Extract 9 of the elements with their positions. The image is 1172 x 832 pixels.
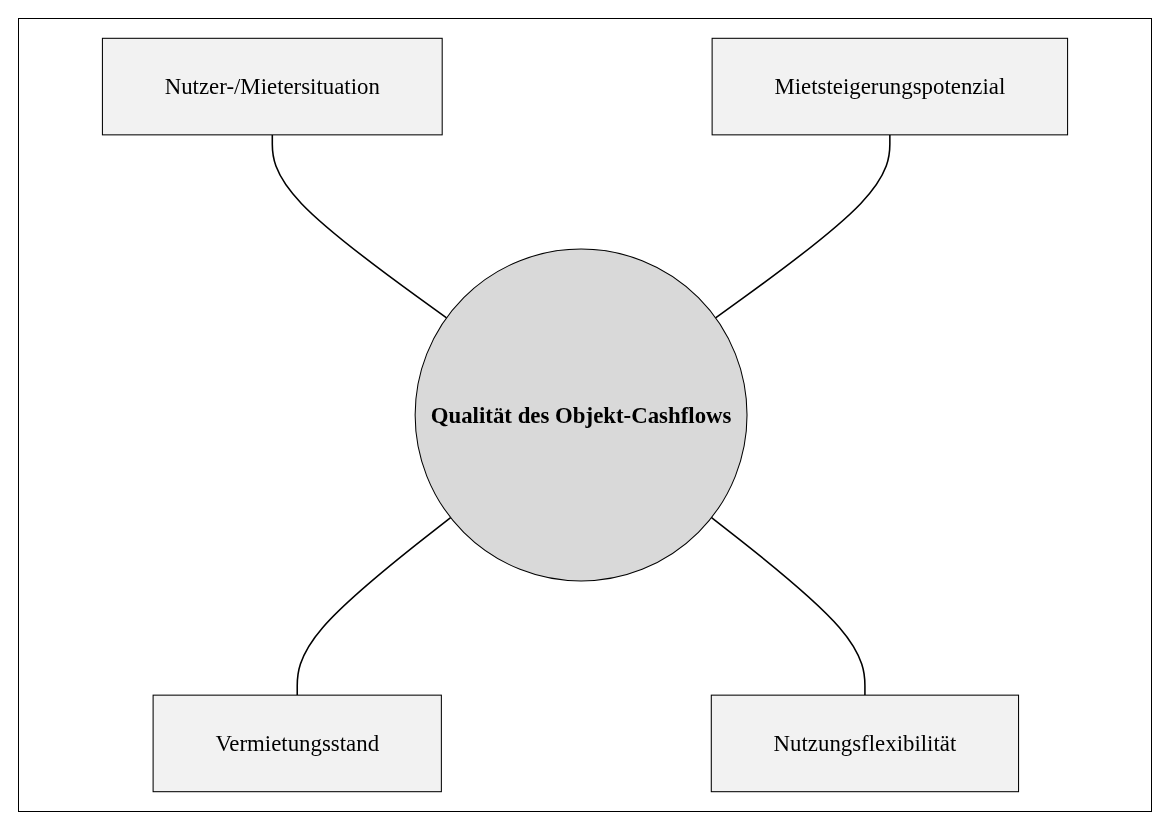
node-box: Vermietungsstand bbox=[152, 694, 442, 793]
node-box: Nutzungsflexibilität bbox=[710, 694, 1020, 793]
connector bbox=[714, 134, 891, 319]
node-circle: Qualität des Objekt-Cashflows bbox=[414, 248, 748, 582]
node-box: Mietsteigerungspotenzial bbox=[711, 37, 1069, 136]
node-box: Nutzer-/Mietersituation bbox=[101, 37, 443, 136]
connector bbox=[296, 516, 452, 696]
connector bbox=[271, 134, 448, 319]
connector bbox=[710, 516, 866, 696]
